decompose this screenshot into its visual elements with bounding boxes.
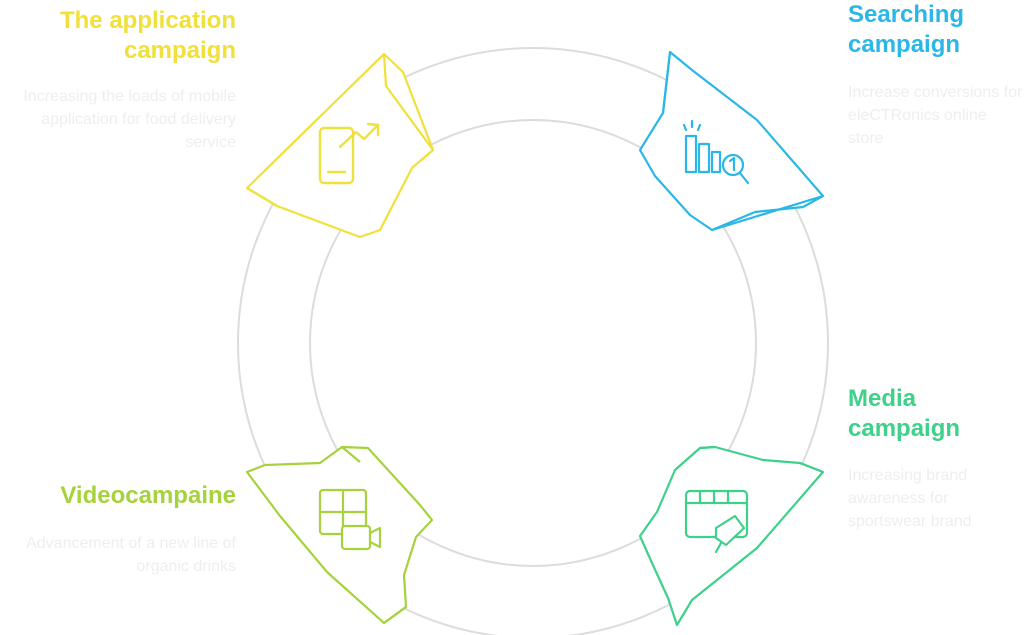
search-campaign-title: Searching campaign: [848, 1, 965, 58]
media-megaphone-icon: [684, 489, 749, 554]
app-campaign-title: The application campaign: [59, 7, 236, 64]
video-campaign-title: Videocampaine: [60, 482, 236, 509]
app-campaign-description: Increasing the loads of mobile applicati…: [23, 88, 236, 151]
search-campaign-description: Increase conversions for eleCTRonics onl…: [848, 84, 1023, 147]
search-campaign-arrow: [638, 50, 825, 232]
cycle-ring: [237, 47, 829, 635]
search-ranking-icon: [682, 119, 750, 185]
media-campaign-title: Media campaign: [848, 385, 961, 442]
video-campaign-description: Advancement of a new line of organic dri…: [26, 535, 236, 575]
media-campaign-description: Increasing brand awareness for sportswea…: [848, 467, 972, 530]
video-camera-icon: [318, 488, 382, 551]
mobile-growth-icon: [318, 122, 380, 185]
